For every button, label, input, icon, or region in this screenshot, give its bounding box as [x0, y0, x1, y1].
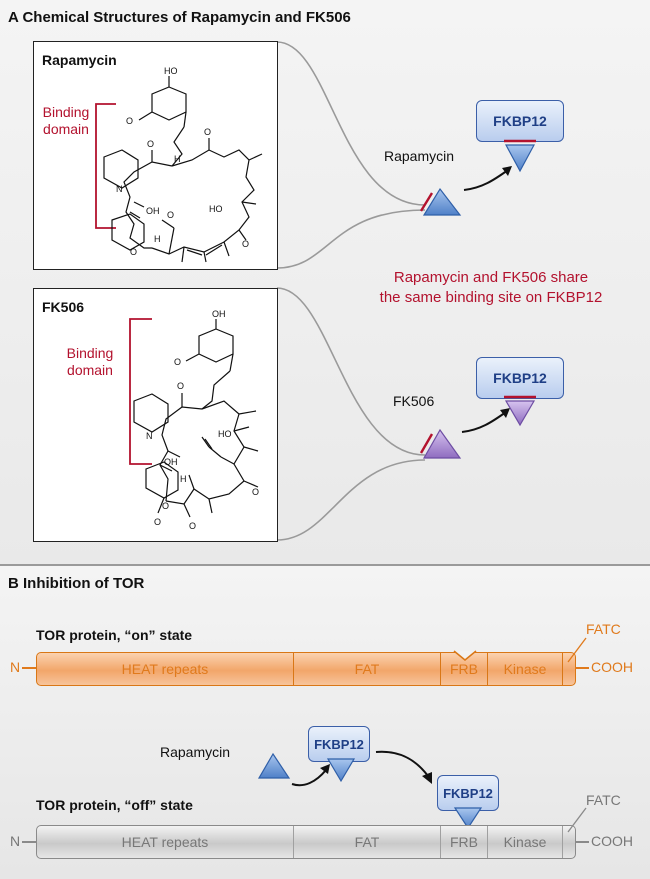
rapamycin-structure-box: Rapamycin Binding domain: [33, 41, 278, 270]
tor-off-c-terminus: COOH: [591, 833, 633, 849]
tor-on-kinase: Kinase: [488, 653, 563, 685]
rapamycin-binding-bracket: [95, 103, 116, 229]
tor-on-c-terminus: COOH: [591, 659, 633, 675]
fk506-box-title: FK506: [42, 299, 85, 315]
tor-rapamycin-triangle: [257, 752, 291, 779]
svg-text:O: O: [204, 127, 211, 137]
tor-arrow-1: [291, 764, 330, 787]
tor-off-title: TOR protein, “off” state: [36, 797, 193, 813]
svg-text:O: O: [174, 357, 181, 367]
tor-arrow-2: [375, 750, 432, 784]
svg-text:N: N: [146, 431, 153, 441]
shared-site-note: Rapamycin and FK506 share the same bindi…: [379, 269, 603, 306]
tor-rapamycin-label: Rapamycin: [160, 744, 231, 760]
panel-b-heading: B Inhibition of TOR: [8, 575, 145, 592]
panel-a-connectors: [276, 41, 426, 541]
tor-off-heat: HEAT repeats: [37, 826, 294, 858]
tor-on-bar: HEAT repeats FAT FRB Kinase: [36, 652, 576, 686]
fk506-binding-arrow: [461, 408, 510, 433]
rapamycin-ligand-label: Rapamycin: [384, 148, 455, 164]
svg-text:O: O: [154, 517, 161, 527]
fk506-structure-drawing: OH O N O HO OH O H O O O: [129, 309, 259, 531]
svg-text:O: O: [147, 139, 154, 149]
svg-text:O: O: [252, 487, 259, 497]
panel-a-heading: A Chemical Structures of Rapamycin and F…: [8, 9, 351, 26]
tor-on-c-line: [575, 667, 589, 669]
tor-fkbp12-bound-ligand: [453, 807, 483, 830]
svg-text:HO: HO: [209, 204, 223, 214]
tor-off-n-terminus: N: [10, 833, 21, 849]
tor-off-bar: HEAT repeats FAT FRB Kinase: [36, 825, 576, 859]
svg-text:O: O: [126, 116, 133, 126]
tor-off-fatc-label: FATC: [586, 792, 621, 808]
fk506-ligand-triangle: [419, 428, 462, 459]
svg-text:H: H: [154, 234, 161, 244]
tor-on-title: TOR protein, “on” state: [36, 627, 193, 643]
svg-text:H: H: [174, 154, 181, 164]
svg-text:H: H: [180, 474, 187, 484]
fkbp12-bottom-site: [504, 395, 536, 427]
tor-off-frb: FRB: [441, 826, 488, 858]
fk506-ligand-label: FK506: [393, 393, 435, 409]
svg-text:O: O: [162, 501, 169, 511]
tor-fkbp12-free: FKBP12: [308, 726, 370, 762]
rapamycin-binding-arrow: [463, 166, 512, 191]
panel-divider: [0, 564, 650, 566]
fkbp12-top-site: [504, 139, 536, 173]
rapamycin-structure-drawing: HO O N O O OH O HO O O H H: [95, 66, 263, 263]
tor-on-n-terminus: N: [10, 659, 21, 675]
tor-off-fatc-pointer: [567, 807, 587, 833]
svg-text:OH: OH: [212, 309, 226, 319]
rapamycin-binding-label: Binding domain: [42, 104, 90, 137]
svg-text:O: O: [167, 210, 174, 220]
tor-off-n-line: [22, 841, 36, 843]
svg-text:O: O: [242, 239, 249, 249]
tor-on-n-line: [22, 667, 36, 669]
tor-on-heat: HEAT repeats: [37, 653, 294, 685]
tor-on-fatc-pointer: [567, 637, 587, 663]
tor-off-kinase: Kinase: [488, 826, 563, 858]
svg-text:HO: HO: [218, 429, 232, 439]
tor-on-fat: FAT: [294, 653, 441, 685]
fkbp12-protein-bottom: FKBP12: [476, 357, 564, 399]
svg-text:O: O: [189, 521, 196, 531]
svg-text:O: O: [130, 247, 137, 257]
tor-on-frb-notch: [453, 650, 477, 661]
fk506-binding-label: Binding domain: [66, 345, 114, 378]
svg-text:OH: OH: [146, 206, 160, 216]
svg-text:O: O: [177, 381, 184, 391]
rapamycin-box-title: Rapamycin: [42, 52, 117, 68]
svg-text:HO: HO: [164, 66, 178, 76]
tor-on-frb: FRB: [441, 653, 488, 685]
tor-off-c-line: [575, 841, 589, 843]
fkbp12-protein-top: FKBP12: [476, 100, 564, 142]
tor-fkbp12-free-ligand: [326, 758, 356, 783]
rapamycin-ligand-triangle: [419, 187, 462, 216]
fk506-binding-bracket: [129, 318, 152, 465]
svg-text:N: N: [116, 184, 123, 194]
tor-off-fat: FAT: [294, 826, 441, 858]
tor-on-fatc-label: FATC: [586, 621, 621, 637]
fk506-structure-box: FK506 Binding domain: [33, 288, 278, 542]
svg-text:OH: OH: [164, 457, 178, 467]
tor-fkbp12-bound: FKBP12: [437, 775, 499, 811]
